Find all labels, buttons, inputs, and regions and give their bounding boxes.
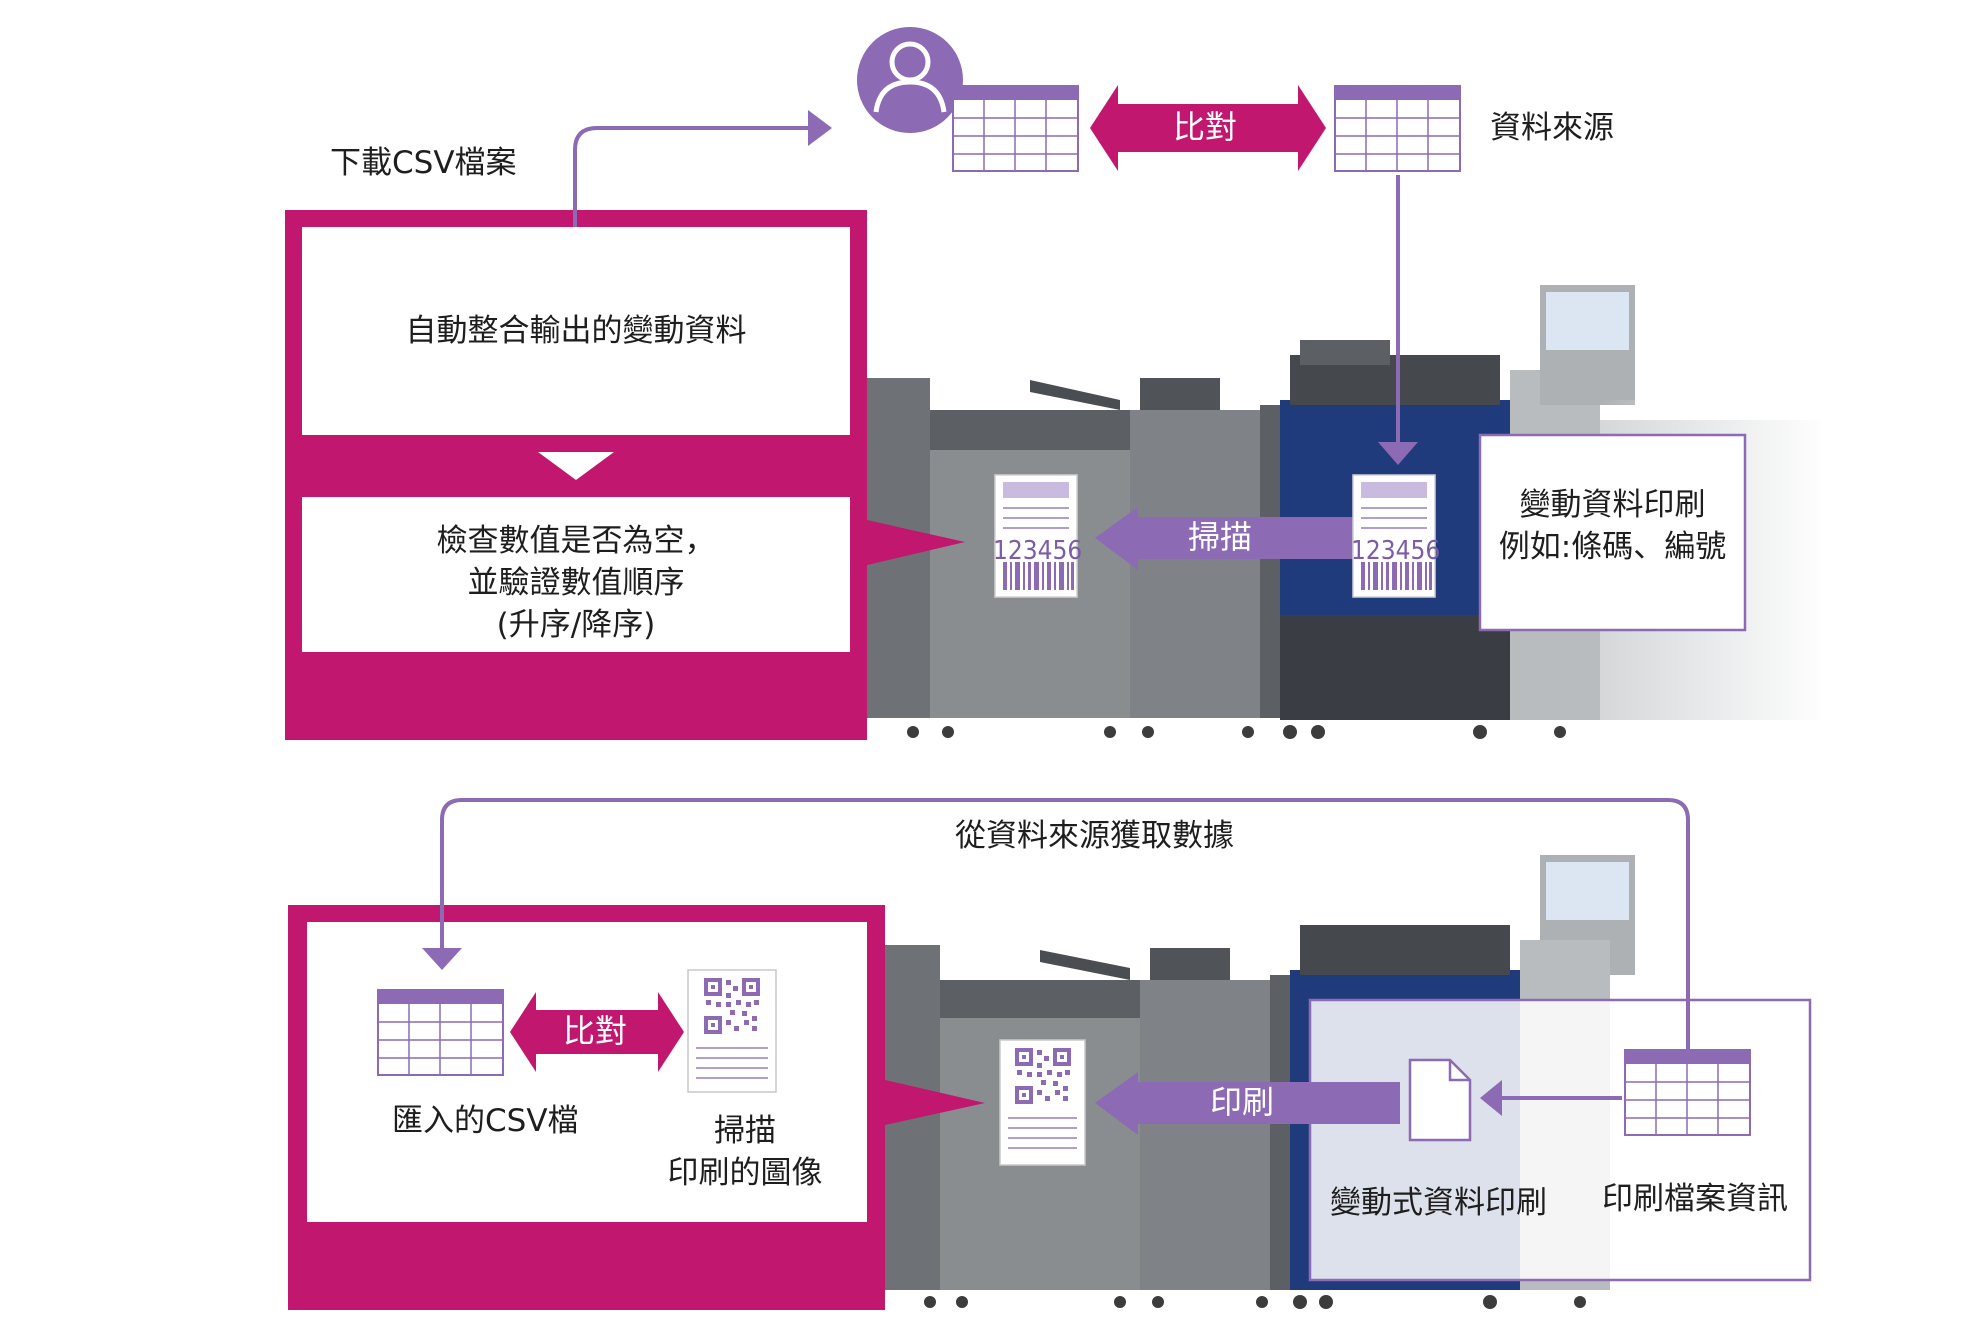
data-source-label: 資料來源	[1490, 110, 1614, 146]
compare-arrow	[1090, 85, 1326, 171]
variable-print-label: 變動式資料印刷	[1330, 1185, 1547, 1221]
compare-label: 比對	[1173, 108, 1238, 146]
qr-document-icon	[687, 969, 777, 1093]
variable-print-line1: 變動資料印刷	[1519, 487, 1706, 523]
print-file-info-label: 印刷檔案資訊	[1602, 1181, 1788, 1217]
compare-label: 比對	[563, 1012, 628, 1050]
imported-csv-label: 匯入的CSV檔	[392, 1103, 579, 1139]
scan-arrow	[1095, 507, 1360, 570]
download-arrowhead	[808, 110, 832, 146]
scan-image-line1: 掃描	[714, 1113, 776, 1149]
source-arrowhead	[1378, 442, 1418, 465]
auto-integrate-text: 自動整合輸出的變動資料	[405, 313, 747, 349]
check-text-line2: 並驗證數值順序	[467, 565, 685, 601]
table-icon	[952, 85, 1079, 172]
table-icon	[377, 989, 504, 1076]
table-icon	[1334, 85, 1461, 172]
file-icon	[1408, 1058, 1472, 1142]
download-csv-label: 下載CSV檔案	[330, 145, 517, 181]
print-label: 印刷	[1210, 1083, 1275, 1121]
validation-panel	[285, 210, 965, 740]
user-icon	[857, 27, 963, 133]
fetch-from-source-label: 從資料來源獲取數據	[955, 818, 1234, 854]
variable-print-box	[1478, 433, 1747, 632]
scan-image-line2: 印刷的圖像	[667, 1155, 823, 1191]
variable-print-overlay	[1308, 998, 1812, 1282]
download-connector	[573, 126, 810, 227]
fetch-connector	[440, 798, 1690, 1050]
check-text-line1: 檢查數值是否為空，	[436, 523, 716, 559]
variable-print-line2: 例如:條碼、編號	[1498, 529, 1727, 565]
info-arrowhead	[1480, 1080, 1502, 1116]
scan-label: 掃描	[1188, 518, 1253, 556]
fetch-arrowhead	[422, 948, 462, 970]
barcode-number: 123456	[1351, 536, 1441, 566]
qr-document-icon	[999, 1039, 1086, 1166]
document-icon	[994, 474, 1078, 598]
compare-arrow	[510, 992, 684, 1072]
check-text-line3: (升序/降序)	[496, 607, 656, 643]
print-arrow	[1095, 1072, 1400, 1135]
barcode-number: 123456	[993, 536, 1083, 566]
document-icon	[1352, 474, 1436, 598]
table-icon	[1624, 1049, 1751, 1136]
